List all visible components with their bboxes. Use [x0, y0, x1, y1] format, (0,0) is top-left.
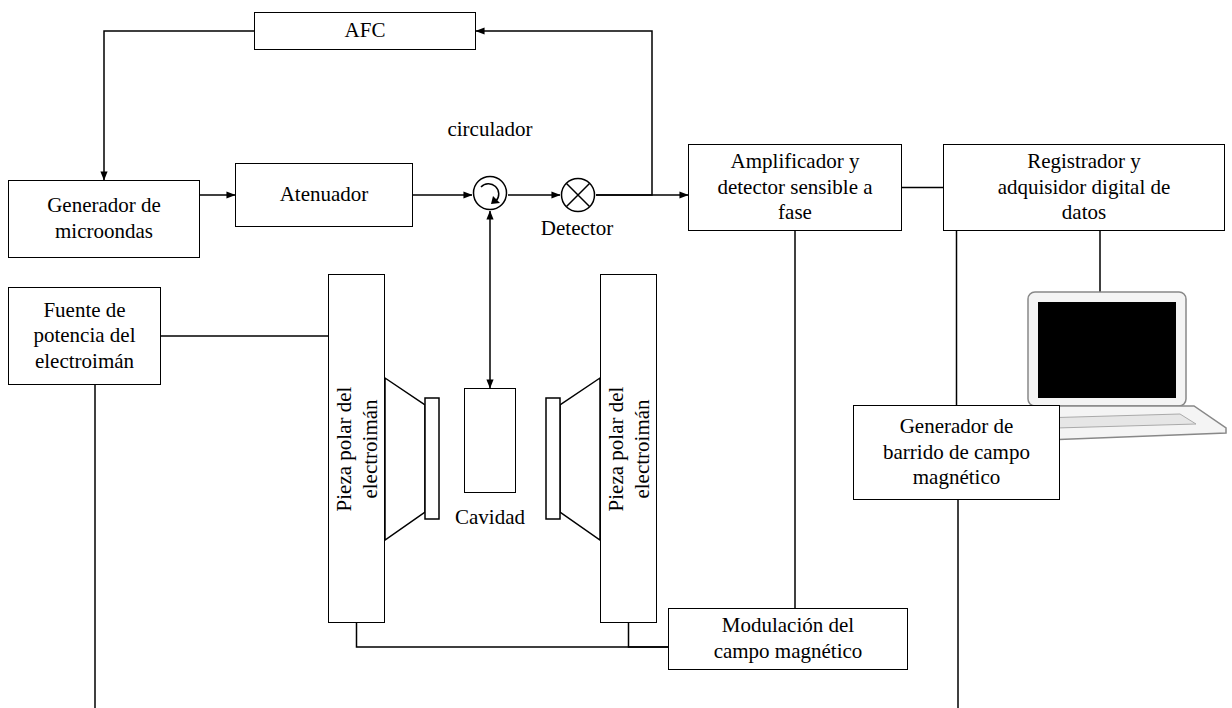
signal-arrow [200, 194, 235, 196]
recorder-box: Registrador y adquisidor digital de dato… [943, 144, 1225, 231]
node-label: Generador de barrido de campo magnético [869, 414, 1044, 491]
pole-piece: Pieza polar del electroimán [328, 274, 385, 623]
signal-arrow [476, 31, 652, 195]
node-label: Cavidad [430, 505, 550, 531]
node-label: Atenuador [280, 182, 369, 208]
generator-box: Generador de microondas [8, 180, 200, 258]
pole-shoe-left [385, 378, 439, 540]
wire [794, 231, 796, 608]
vertical-label: Pieza polar del electroimán [330, 366, 383, 531]
power-supply-box: Fuente de potencia del electroimán [8, 287, 161, 385]
circulator-circle [472, 175, 508, 211]
pole-piece: Pieza polar del electroimán [600, 274, 657, 623]
signal-arrow [489, 211, 491, 388]
node-label: Detector [517, 216, 637, 242]
signal-arrow [413, 194, 472, 196]
detector-symbol: Detector [537, 176, 617, 242]
modulation-box: Modulación del campo magnético [668, 608, 908, 670]
vertical-label: Pieza polar del electroimán [602, 366, 655, 531]
laptop-wire [1099, 222, 1101, 292]
wire [956, 231, 958, 405]
sweep-wire [957, 500, 959, 708]
node-label: circulador [440, 117, 540, 143]
cavity-box: Cavidad [440, 388, 540, 538]
amplifier-box: Amplificador y detector sensible a fase [688, 144, 902, 231]
circulator-symbol: circulador [440, 115, 540, 212]
attenuator-box: Atenuador [235, 163, 413, 227]
node-label: Modulación del campo magnético [706, 613, 871, 664]
power-wire [94, 385, 96, 708]
wire [902, 187, 943, 189]
afc-box: AFC [254, 12, 476, 50]
node-label: AFC [345, 18, 386, 44]
wire [629, 623, 669, 647]
node-label: Fuente de potencia del electroimán [19, 298, 151, 375]
cavity-rect [464, 388, 516, 493]
node-label: Generador de microondas [29, 193, 179, 244]
signal-arrow [104, 31, 254, 180]
wire [357, 623, 669, 647]
signal-arrow [508, 194, 560, 196]
node-label: Registrador y adquisidor digital de dato… [992, 149, 1177, 226]
sweep-generator-box: Generador de barrido de campo magnético [853, 405, 1060, 500]
detector-circle [560, 177, 596, 213]
wire [161, 335, 328, 337]
pole-shoe-right [546, 378, 600, 540]
node-label: Amplificador y detector sensible a fase [705, 149, 885, 226]
